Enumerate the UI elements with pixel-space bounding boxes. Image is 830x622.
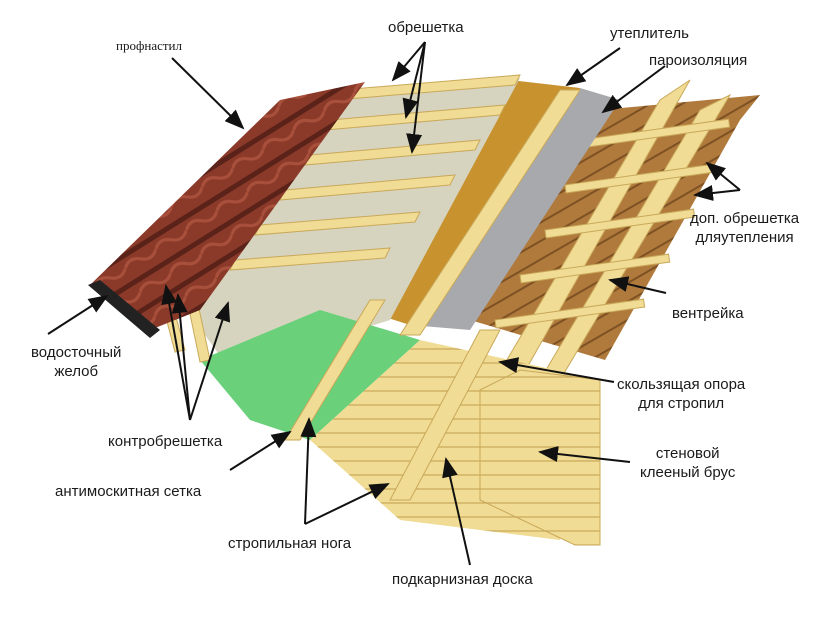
label-dop-obreshetka-line1: доп. обрешетка <box>690 210 800 227</box>
label-vodostochny-line1: водосточный <box>31 344 122 361</box>
metal-roof-tiles <box>90 82 365 330</box>
label-ventreyka: вентрейка <box>672 305 744 322</box>
label-vodostochny-line2: желоб <box>54 363 99 380</box>
gutter <box>88 280 160 338</box>
label-podkarniznaya: подкарнизная доска <box>392 571 533 588</box>
label-uteplitel: утеплитель <box>610 25 689 42</box>
label-kontrobreshetka: контробрешетка <box>108 433 223 450</box>
label-stenovoy-line1: стеновой <box>655 445 720 462</box>
label-obreshetka: обрешетка <box>388 19 464 36</box>
label-stenovoy-line2: клееный брус <box>640 464 736 481</box>
mosquito-net-area <box>200 310 420 440</box>
label-skolzyashaya: скользящая опора для стропил <box>617 375 745 413</box>
label-stropilnaya: стропильная нога <box>228 535 352 552</box>
label-skolzyashaya-line2: для стропил <box>638 395 725 412</box>
label-skolzyashaya-line1: скользящая опора <box>617 376 746 393</box>
leader-arrows <box>47 41 741 566</box>
label-profnastil: профнастил <box>116 38 183 53</box>
label-dop-obreshetka-line2: дляутепления <box>695 229 794 246</box>
label-antimoskitnaya: антимоскитная сетка <box>55 483 202 500</box>
label-vodostochny: водосточный желоб <box>31 343 121 381</box>
rafters <box>284 89 581 501</box>
label-paroizolyaciya: пароизоляция <box>649 52 748 69</box>
label-dop-obreshetka: доп. обрешетка дляутепления <box>690 209 799 247</box>
extra-battens <box>494 79 732 381</box>
label-stenovoy: стеновой клееный брус <box>640 444 735 482</box>
